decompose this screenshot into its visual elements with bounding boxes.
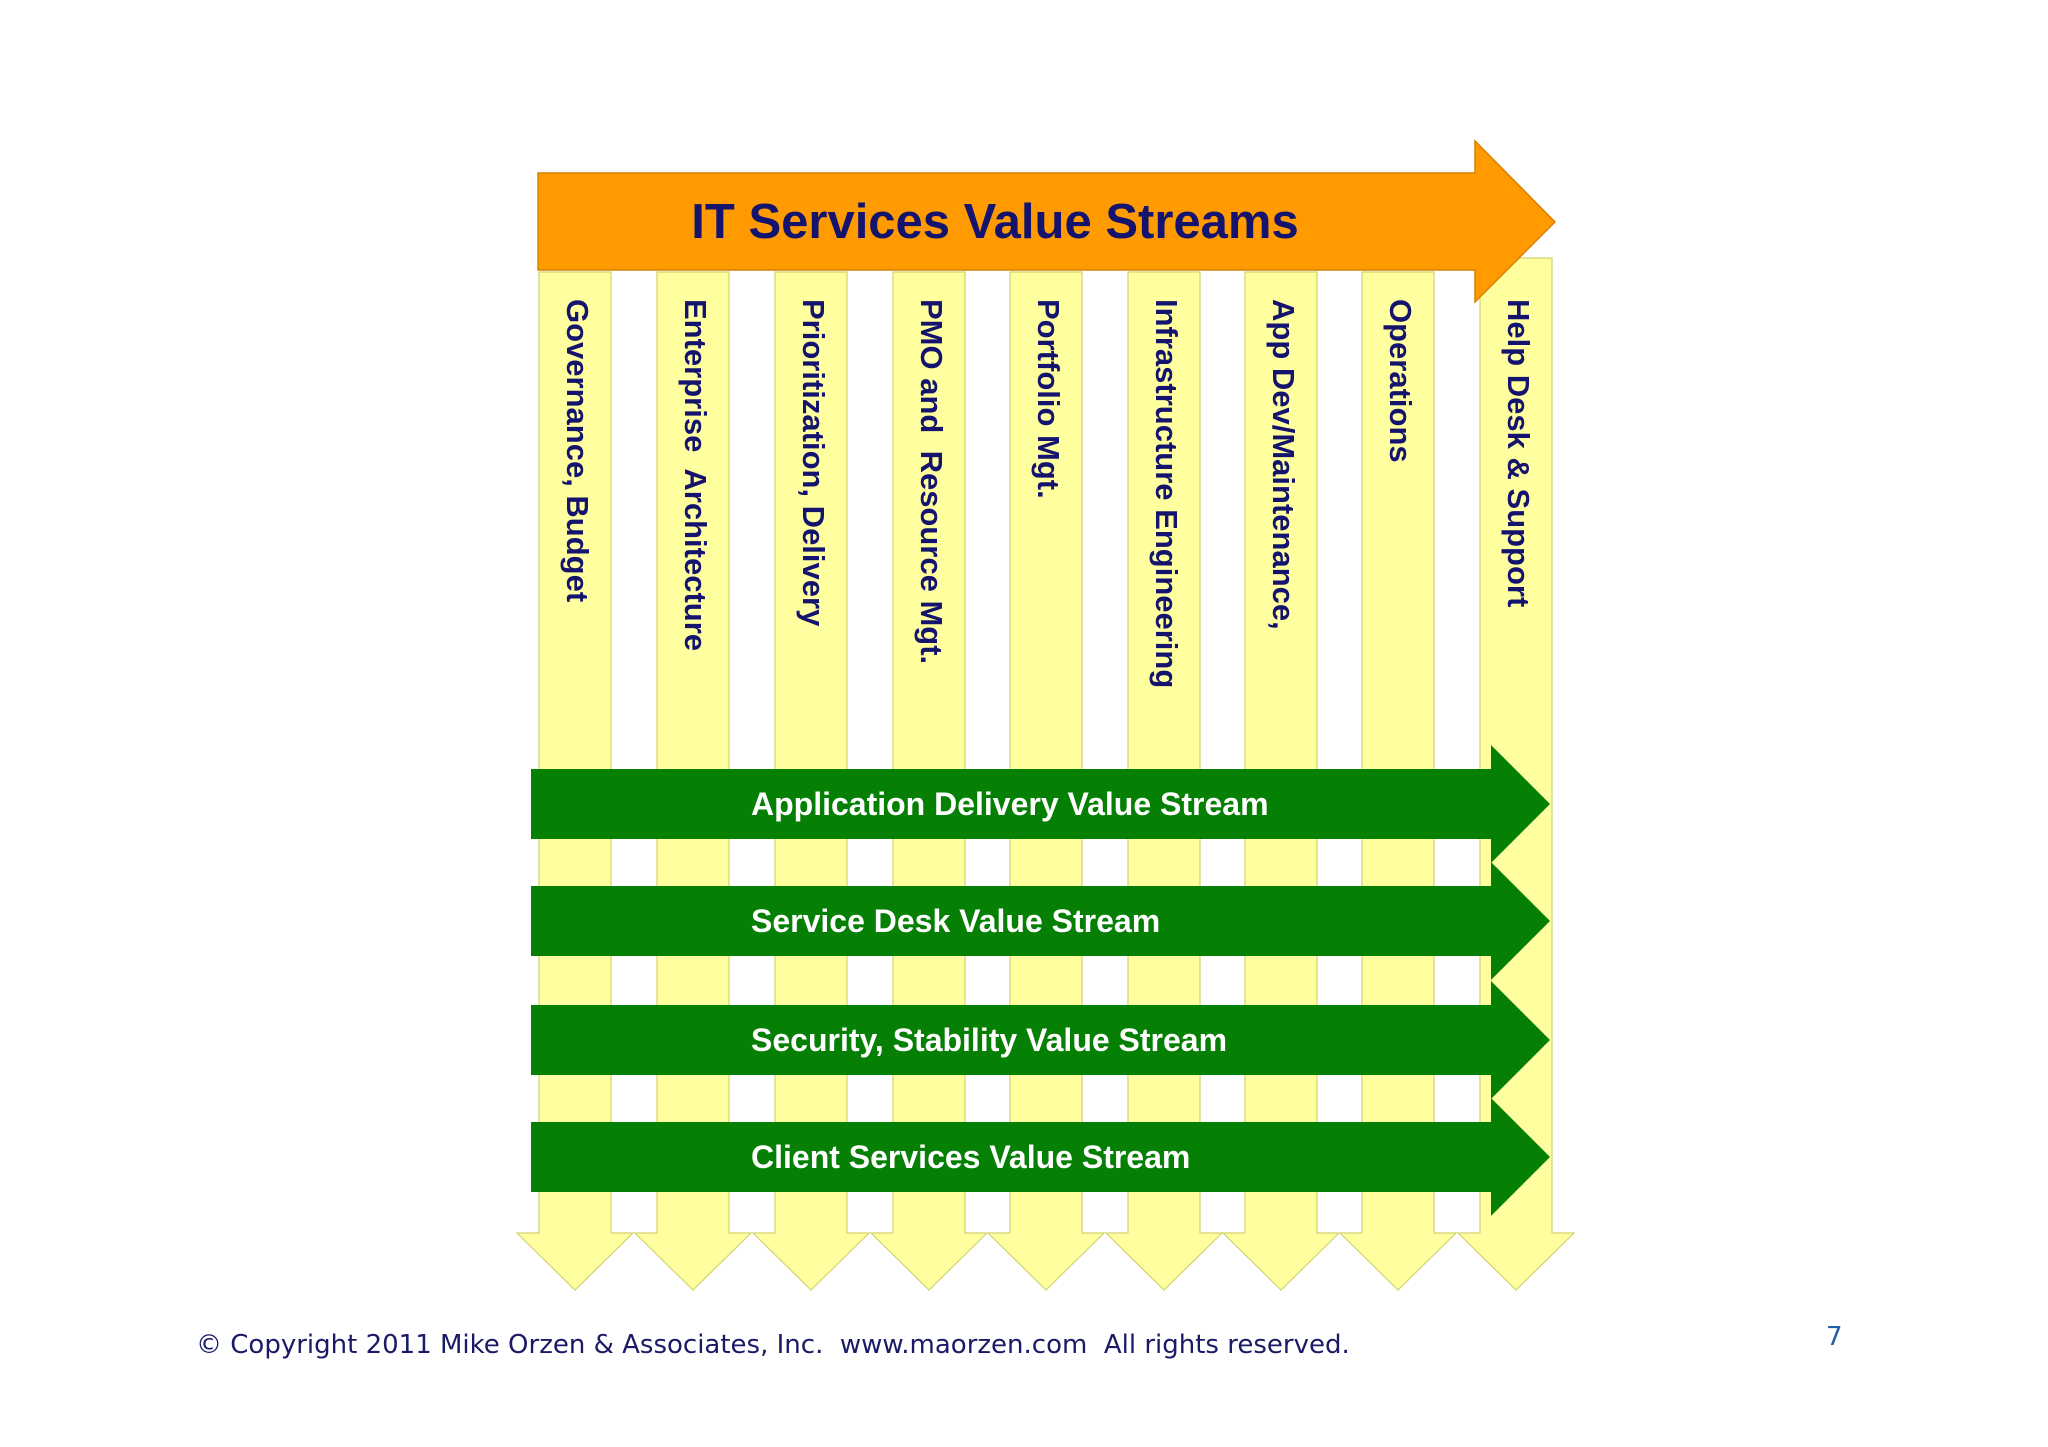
column-label: Governance, Budget bbox=[560, 299, 595, 602]
stream-arrow bbox=[531, 745, 1550, 863]
stream-arrow bbox=[531, 1098, 1550, 1216]
column-label: Portfolio Mgt. bbox=[1031, 299, 1066, 499]
title-arrow bbox=[537, 139, 1557, 304]
column-label: Prioritization, Delivery bbox=[796, 299, 831, 627]
column-label: PMO and Resource Mgt. bbox=[914, 299, 949, 664]
page-number: 7 bbox=[1826, 1322, 1843, 1352]
column-label: App Dev/Maintenance, bbox=[1266, 299, 1301, 630]
column-label: Help Desk & Support bbox=[1501, 299, 1536, 607]
stream-label: Service Desk Value Stream bbox=[751, 903, 1160, 939]
stream-label: Application Delivery Value Stream bbox=[751, 786, 1269, 822]
stream-arrow bbox=[531, 862, 1550, 980]
copyright-footer: © Copyright 2011 Mike Orzen & Associates… bbox=[196, 1330, 1350, 1360]
column-label: Enterprise Architecture bbox=[678, 299, 713, 651]
stream-arrow bbox=[531, 981, 1550, 1099]
title-text: IT Services Value Streams bbox=[691, 195, 1298, 249]
stream-arrows: Application Delivery Value StreamService… bbox=[531, 745, 1550, 1216]
column-label: Infrastructure Engineering bbox=[1149, 299, 1184, 688]
title-arrow-group: IT Services Value Streams bbox=[537, 139, 1557, 304]
column-label: Operations bbox=[1383, 299, 1418, 463]
stream-label: Security, Stability Value Stream bbox=[751, 1022, 1227, 1058]
stream-label: Client Services Value Stream bbox=[751, 1139, 1190, 1175]
